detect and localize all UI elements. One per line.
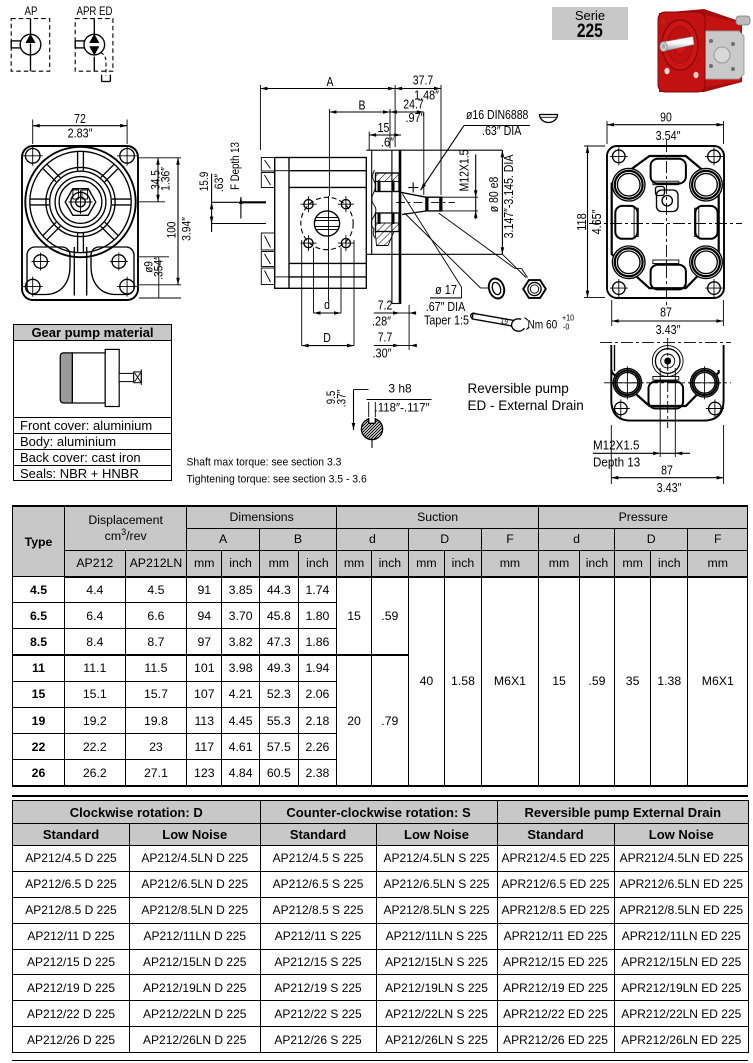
- svg-text:.37″: .37″: [337, 390, 349, 408]
- svg-text:87: 87: [661, 464, 673, 478]
- svg-text:d: d: [324, 298, 330, 312]
- svg-text:A: A: [327, 75, 335, 89]
- svg-text:34.5: 34.5: [148, 170, 162, 190]
- svg-text:B: B: [359, 99, 366, 113]
- svg-text:ø 80 e8: ø 80 e8: [487, 177, 501, 213]
- svg-text:7.2: 7.2: [378, 299, 393, 313]
- svg-text:9.5: 9.5: [326, 391, 338, 404]
- svg-text:90: 90: [660, 111, 672, 125]
- svg-text:72: 72: [74, 112, 86, 126]
- svg-text:-0: -0: [563, 322, 570, 332]
- svg-text:ø 17: ø 17: [435, 282, 457, 297]
- svg-text:3 h8: 3 h8: [388, 382, 412, 396]
- svg-text:ø9: ø9: [141, 261, 155, 273]
- svg-text:.118″-.117″: .118″-.117″: [375, 403, 430, 415]
- svg-text:+10: +10: [562, 313, 574, 323]
- svg-text:M12X1.5: M12X1.5: [458, 149, 472, 191]
- svg-text:3.54″: 3.54″: [656, 129, 681, 143]
- svg-text:100: 100: [164, 221, 178, 238]
- svg-text:24.7: 24.7: [403, 98, 423, 112]
- svg-text:1.36″: 1.36″: [159, 166, 173, 190]
- svg-text:Tightening torque: see section: Tightening torque: see section 3.5 - 3.6: [187, 474, 367, 486]
- svg-text:3.94″: 3.94″: [179, 216, 193, 240]
- svg-text:Taper 1:5: Taper 1:5: [424, 314, 469, 328]
- svg-text:1.48″: 1.48″: [414, 89, 439, 103]
- svg-text:3.147″-3.145. DIA: 3.147″-3.145. DIA: [502, 154, 516, 238]
- svg-text:.63″: .63″: [212, 173, 226, 192]
- svg-text:F Depth 13: F Depth 13: [230, 142, 242, 190]
- svg-text:118: 118: [575, 213, 589, 231]
- svg-text:.97″: .97″: [406, 111, 425, 125]
- svg-text:.63″ DIA: .63″ DIA: [482, 124, 522, 138]
- svg-text:4.65″: 4.65″: [590, 209, 604, 234]
- svg-text:.28″: .28″: [372, 315, 391, 329]
- svg-text:.67″ DIA: .67″ DIA: [426, 300, 466, 314]
- svg-text:.354″: .354″: [151, 255, 165, 279]
- svg-text:87: 87: [660, 306, 672, 320]
- svg-text:AP: AP: [25, 6, 38, 18]
- svg-text:ED - External Drain: ED - External Drain: [468, 398, 584, 413]
- svg-text:Depth 13: Depth 13: [593, 456, 640, 470]
- svg-text:2.83″: 2.83″: [68, 126, 93, 140]
- svg-text:Shaft max torque: see section: Shaft max torque: see section 3.3: [187, 457, 342, 469]
- svg-text:APR ED: APR ED: [77, 6, 113, 18]
- svg-text:15: 15: [378, 121, 390, 135]
- svg-text:.30″: .30″: [373, 347, 392, 361]
- svg-text:Nm 60: Nm 60: [528, 318, 558, 332]
- svg-text:15.9: 15.9: [197, 171, 211, 191]
- svg-text:M12X1.5: M12X1.5: [593, 439, 640, 453]
- svg-text:7.7: 7.7: [378, 331, 393, 345]
- svg-text:ø16 DIN6888: ø16 DIN6888: [466, 108, 528, 122]
- svg-text:.6″: .6″: [381, 136, 395, 150]
- svg-text:D: D: [323, 331, 331, 345]
- svg-text:37.7: 37.7: [413, 74, 433, 88]
- svg-text:3.43″: 3.43″: [657, 481, 682, 495]
- svg-text:3.43″: 3.43″: [656, 323, 681, 337]
- svg-text:19: 19: [500, 318, 509, 326]
- svg-text:Reversible pump: Reversible pump: [468, 381, 569, 396]
